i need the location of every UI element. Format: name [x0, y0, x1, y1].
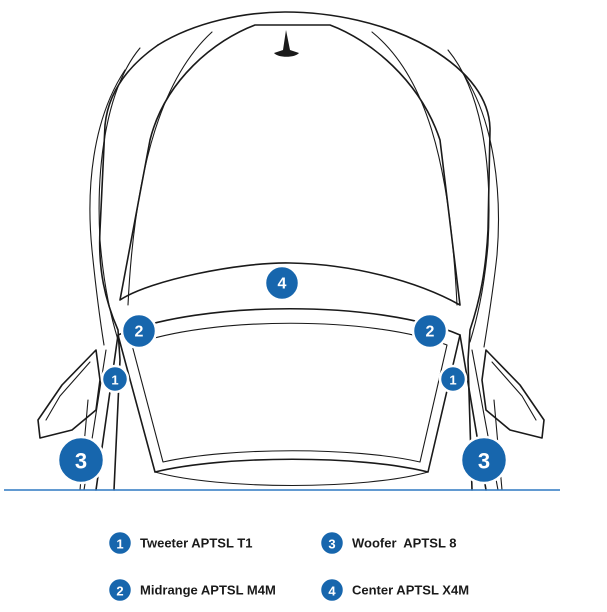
hood-ornament — [274, 30, 299, 57]
car-body-outer-left — [98, 44, 159, 491]
marker-midrange-right: 2 — [411, 312, 449, 350]
hood-crease-left — [127, 31, 213, 306]
legend-number-circle — [318, 529, 346, 557]
fender-left-inner — [89, 69, 126, 346]
legend-item-tweeter: 1 Tweeter APTSL T1 — [106, 529, 252, 557]
hood-panel — [119, 24, 461, 306]
marker-circle — [263, 264, 301, 302]
mirror-left — [37, 349, 101, 439]
marker-circle — [438, 364, 468, 394]
marker-center: 4 — [263, 264, 301, 302]
hood-crease-right — [371, 31, 458, 306]
roof-edge — [154, 471, 429, 487]
marker-circle — [100, 364, 130, 394]
marker-woofer-left: 3 — [56, 435, 106, 485]
marker-tweeter-right: 1 — [438, 364, 468, 394]
legend-item-midrange: 2 Midrange APTSL M4M — [106, 576, 276, 604]
legend: 1 Tweeter APTSL T1 3 Woofer APTSL 8 2 Mi… — [106, 529, 469, 604]
windshield-inner — [131, 322, 448, 463]
legend-number: 1 — [116, 537, 123, 552]
car-body-outer — [157, 11, 491, 491]
legend-label: Center APTSL X4M — [352, 583, 469, 598]
marker-number: 2 — [135, 324, 144, 341]
fender-left — [98, 47, 141, 341]
legend-number-circle — [106, 529, 134, 557]
fender-right — [447, 49, 490, 343]
mirror-right — [481, 349, 545, 439]
marker-number: 2 — [426, 324, 435, 341]
marker-number: 3 — [75, 449, 87, 474]
marker-circle — [459, 435, 509, 485]
marker-circle — [120, 312, 158, 350]
marker-midrange-left: 2 — [120, 312, 158, 350]
mirror-right-detail — [491, 361, 537, 421]
marker-circle — [411, 312, 449, 350]
marker-number: 3 — [478, 449, 490, 474]
fender-right-inner — [461, 71, 499, 348]
legend-number: 2 — [116, 584, 123, 599]
legend-label: Woofer APTSL 8 — [352, 536, 457, 551]
marker-number: 1 — [111, 373, 118, 388]
marker-circle — [56, 435, 106, 485]
marker-number: 4 — [278, 276, 287, 293]
marker-woofer-right: 3 — [459, 435, 509, 485]
mirror-left-detail — [45, 361, 91, 421]
car-outline — [37, 11, 545, 491]
speaker-markers: 4 2 2 1 1 3 3 — [56, 264, 509, 485]
marker-tweeter-left: 1 — [100, 364, 130, 394]
legend-number-circle — [106, 576, 134, 604]
legend-number-circle — [318, 576, 346, 604]
legend-item-woofer: 3 Woofer APTSL 8 — [318, 529, 457, 557]
legend-number: 4 — [328, 584, 336, 599]
legend-item-center: 4 Center APTSL X4M — [318, 576, 469, 604]
marker-number: 1 — [449, 373, 456, 388]
legend-number: 3 — [328, 537, 335, 552]
legend-label: Tweeter APTSL T1 — [140, 536, 252, 551]
legend-label: Midrange APTSL M4M — [140, 583, 276, 598]
windshield — [117, 308, 461, 473]
